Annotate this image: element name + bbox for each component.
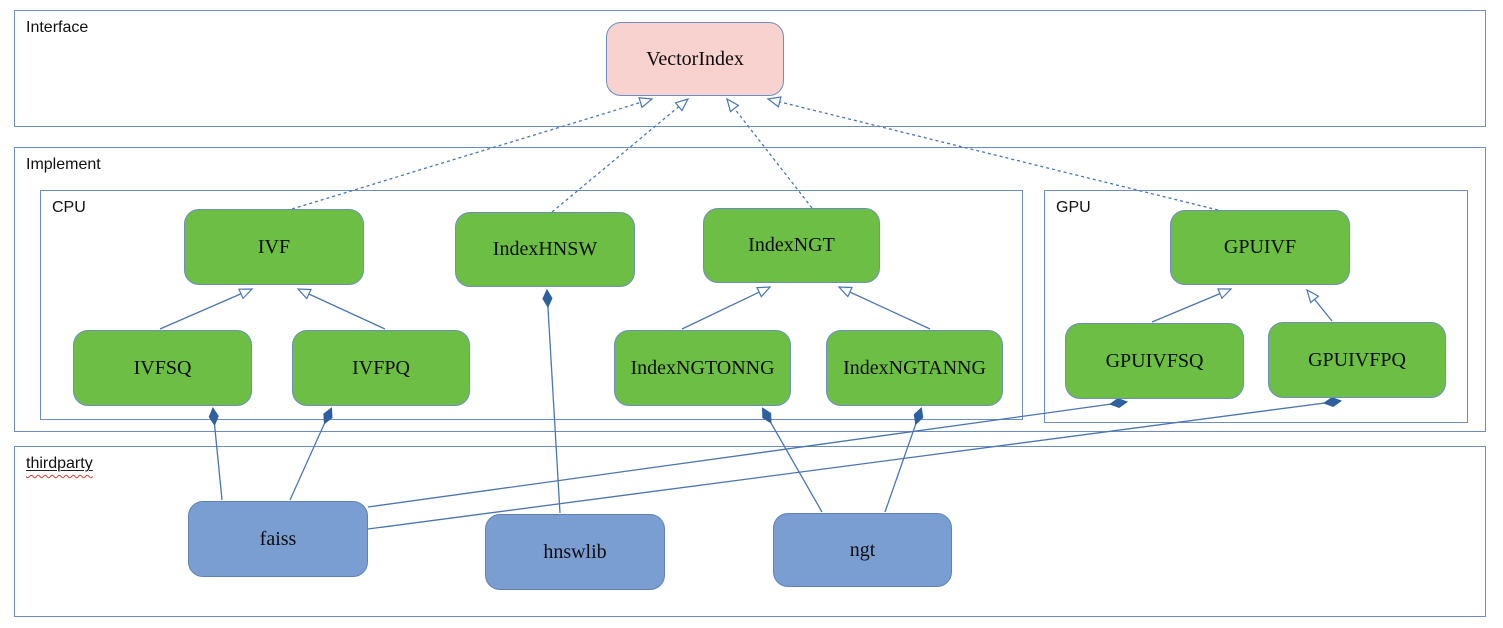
node-faiss[interactable]: faiss xyxy=(188,501,368,577)
node-indexngtanng[interactable]: IndexNGTANNG xyxy=(826,330,1003,406)
section-gpu-label: GPU xyxy=(1056,199,1091,216)
node-ivfsq[interactable]: IVFSQ xyxy=(73,330,252,406)
node-indexngt-label: IndexNGT xyxy=(748,234,835,256)
node-gpuivfsq[interactable]: GPUIVFSQ xyxy=(1065,323,1244,399)
node-hnswlib-label: hnswlib xyxy=(543,540,607,563)
section-cpu-label: CPU xyxy=(52,199,86,216)
node-indexngtonng[interactable]: IndexNGTONNG xyxy=(614,330,791,406)
node-ivfpq[interactable]: IVFPQ xyxy=(292,330,470,406)
section-thirdparty-label: thirdparty xyxy=(26,455,93,473)
node-ivfsq-label: IVFSQ xyxy=(133,356,192,379)
node-indexhnsw[interactable]: IndexHNSW xyxy=(455,212,635,287)
node-vectorindex-label: VectorIndex xyxy=(646,47,744,70)
node-gpuivf-label: GPUIVF xyxy=(1223,236,1297,258)
node-gpuivfsq-label: GPUIVFSQ xyxy=(1105,349,1204,372)
node-gpuivf[interactable]: GPUIVF xyxy=(1170,210,1350,285)
node-faiss-label: faiss xyxy=(259,527,297,550)
node-ngt[interactable]: ngt xyxy=(773,513,952,587)
section-implement-label: Implement xyxy=(26,156,101,173)
node-indexngt[interactable]: IndexNGT xyxy=(703,208,880,283)
node-indexngtanng-label: IndexNGTANNG xyxy=(843,356,986,379)
section-interface-label: Interface xyxy=(26,19,89,36)
node-ivf[interactable]: IVF xyxy=(184,209,364,285)
node-indexngtonng-label: IndexNGTONNG xyxy=(630,356,775,379)
node-indexhnsw-label: IndexHNSW xyxy=(492,238,598,260)
node-gpuivfpq-label: GPUIVFPQ xyxy=(1308,348,1406,371)
spellcheck-squiggle: thirdparty xyxy=(26,455,93,472)
node-ivfpq-label: IVFPQ xyxy=(352,356,410,379)
node-vectorindex[interactable]: VectorIndex xyxy=(606,22,784,96)
node-ivf-label: IVF xyxy=(257,235,291,258)
node-ngt-label: ngt xyxy=(849,538,876,561)
node-hnswlib[interactable]: hnswlib xyxy=(485,514,665,590)
node-gpuivfpq[interactable]: GPUIVFPQ xyxy=(1268,322,1446,398)
